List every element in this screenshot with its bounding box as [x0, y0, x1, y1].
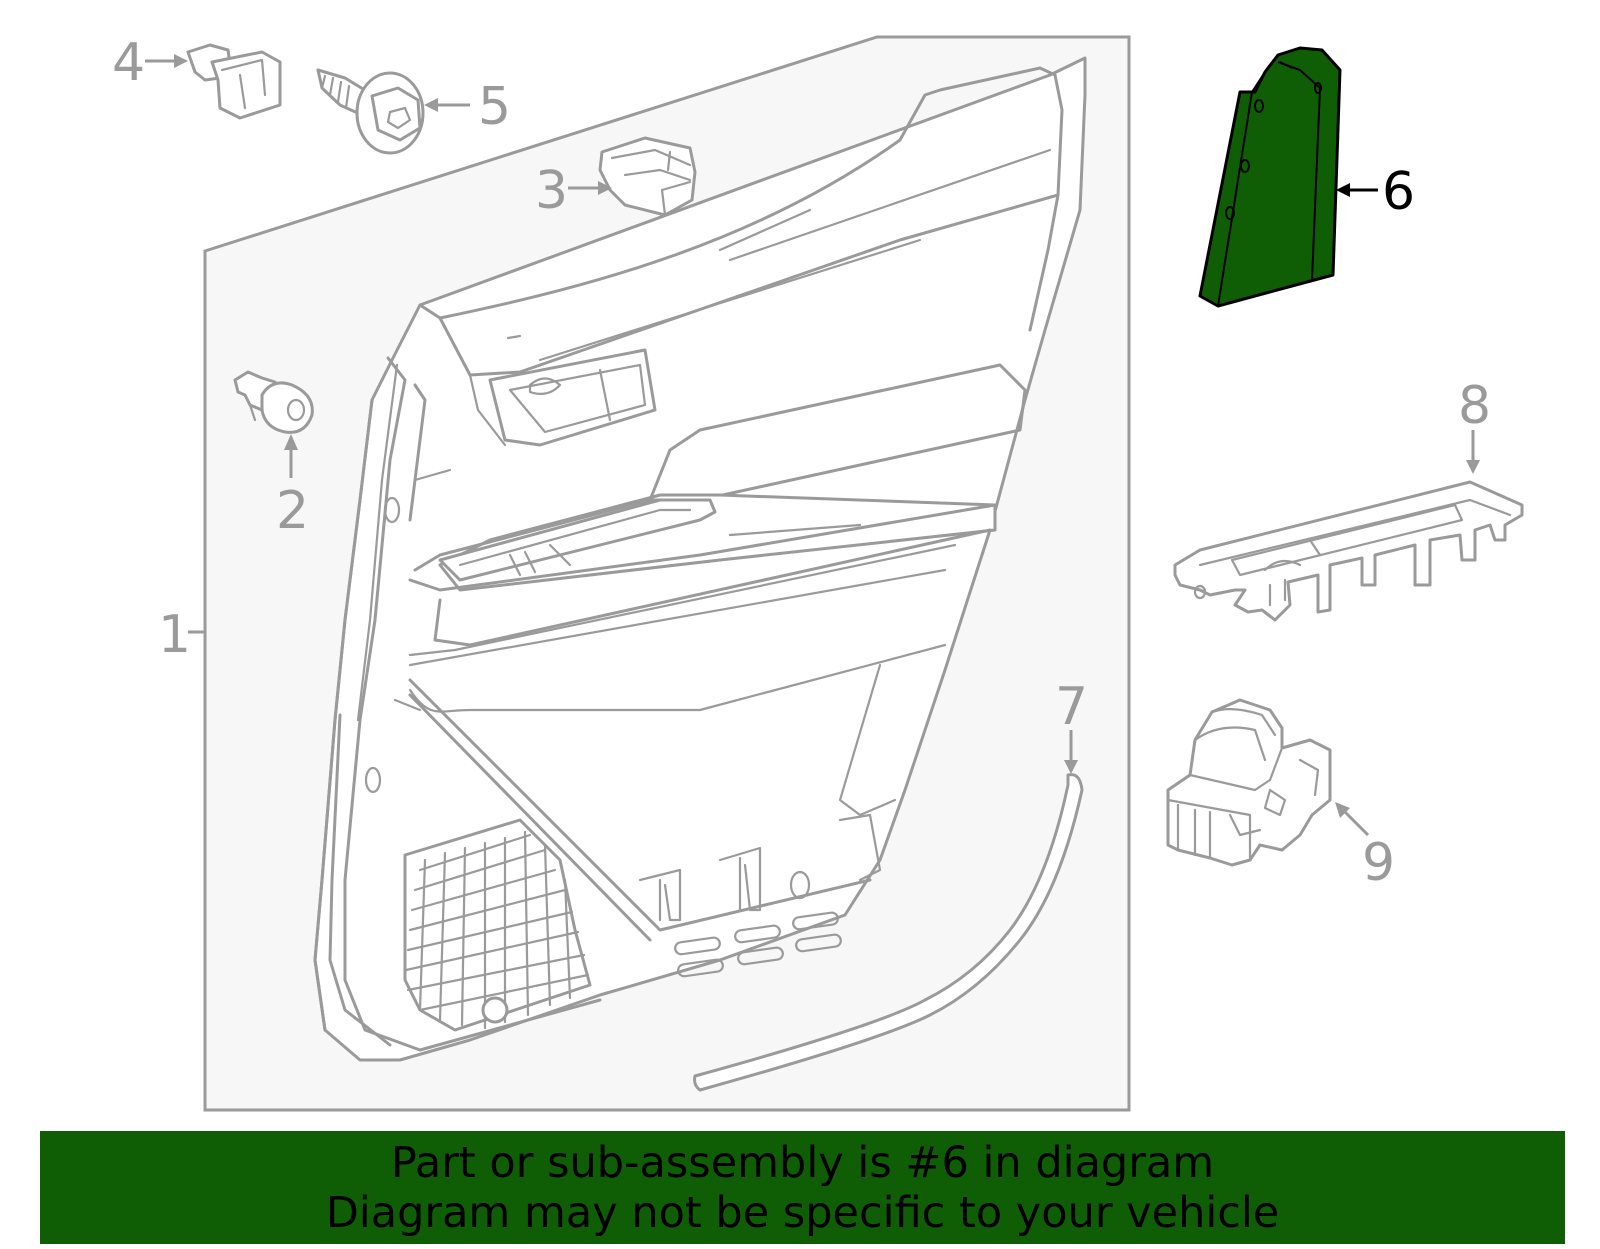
callout-label-5: 5 [478, 77, 511, 137]
callout-6[interactable]: 6 [1336, 162, 1415, 222]
part-4-clip[interactable] [186, 43, 282, 120]
callout-label-7: 7 [1055, 677, 1088, 737]
part-1-door-trim-panel[interactable] [203, 35, 1131, 1112]
callout-1[interactable]: 1 [158, 605, 205, 665]
notice-banner: Part or sub-assembly is #6 in diagram Di… [40, 1131, 1565, 1244]
callout-5[interactable]: 5 [424, 77, 511, 137]
callout-3[interactable]: 3 [535, 161, 612, 221]
part-6-garnish[interactable] [1198, 46, 1342, 308]
callout-label-2: 2 [276, 481, 309, 541]
callout-label-4: 4 [112, 33, 145, 93]
callout-label-3: 3 [535, 161, 568, 221]
part-2-clip[interactable] [233, 370, 314, 434]
speaker-grille [403, 818, 592, 1032]
part-9-window-switch[interactable] [1166, 698, 1332, 867]
callout-4[interactable]: 4 [112, 33, 188, 93]
part-7-weatherstrip[interactable] [693, 773, 1084, 1092]
callout-label-1: 1 [158, 605, 191, 665]
callout-7[interactable]: 7 [1055, 677, 1088, 774]
part-5-screw[interactable] [316, 68, 425, 155]
callout-label-9: 9 [1362, 833, 1395, 893]
callout-2[interactable]: 2 [276, 434, 309, 541]
callout-label-8: 8 [1458, 376, 1491, 436]
banner-line-disclaimer: Diagram may not be specific to your vehi… [325, 1187, 1280, 1238]
part-3-retainer[interactable] [598, 136, 697, 217]
callout-9[interactable]: 9 [1335, 802, 1395, 893]
banner-line-part: Part or sub-assembly is #6 in diagram [390, 1137, 1215, 1188]
part-8-switch-base[interactable] [1173, 480, 1524, 622]
callout-8[interactable]: 8 [1458, 376, 1491, 474]
callout-label-6: 6 [1382, 162, 1415, 222]
